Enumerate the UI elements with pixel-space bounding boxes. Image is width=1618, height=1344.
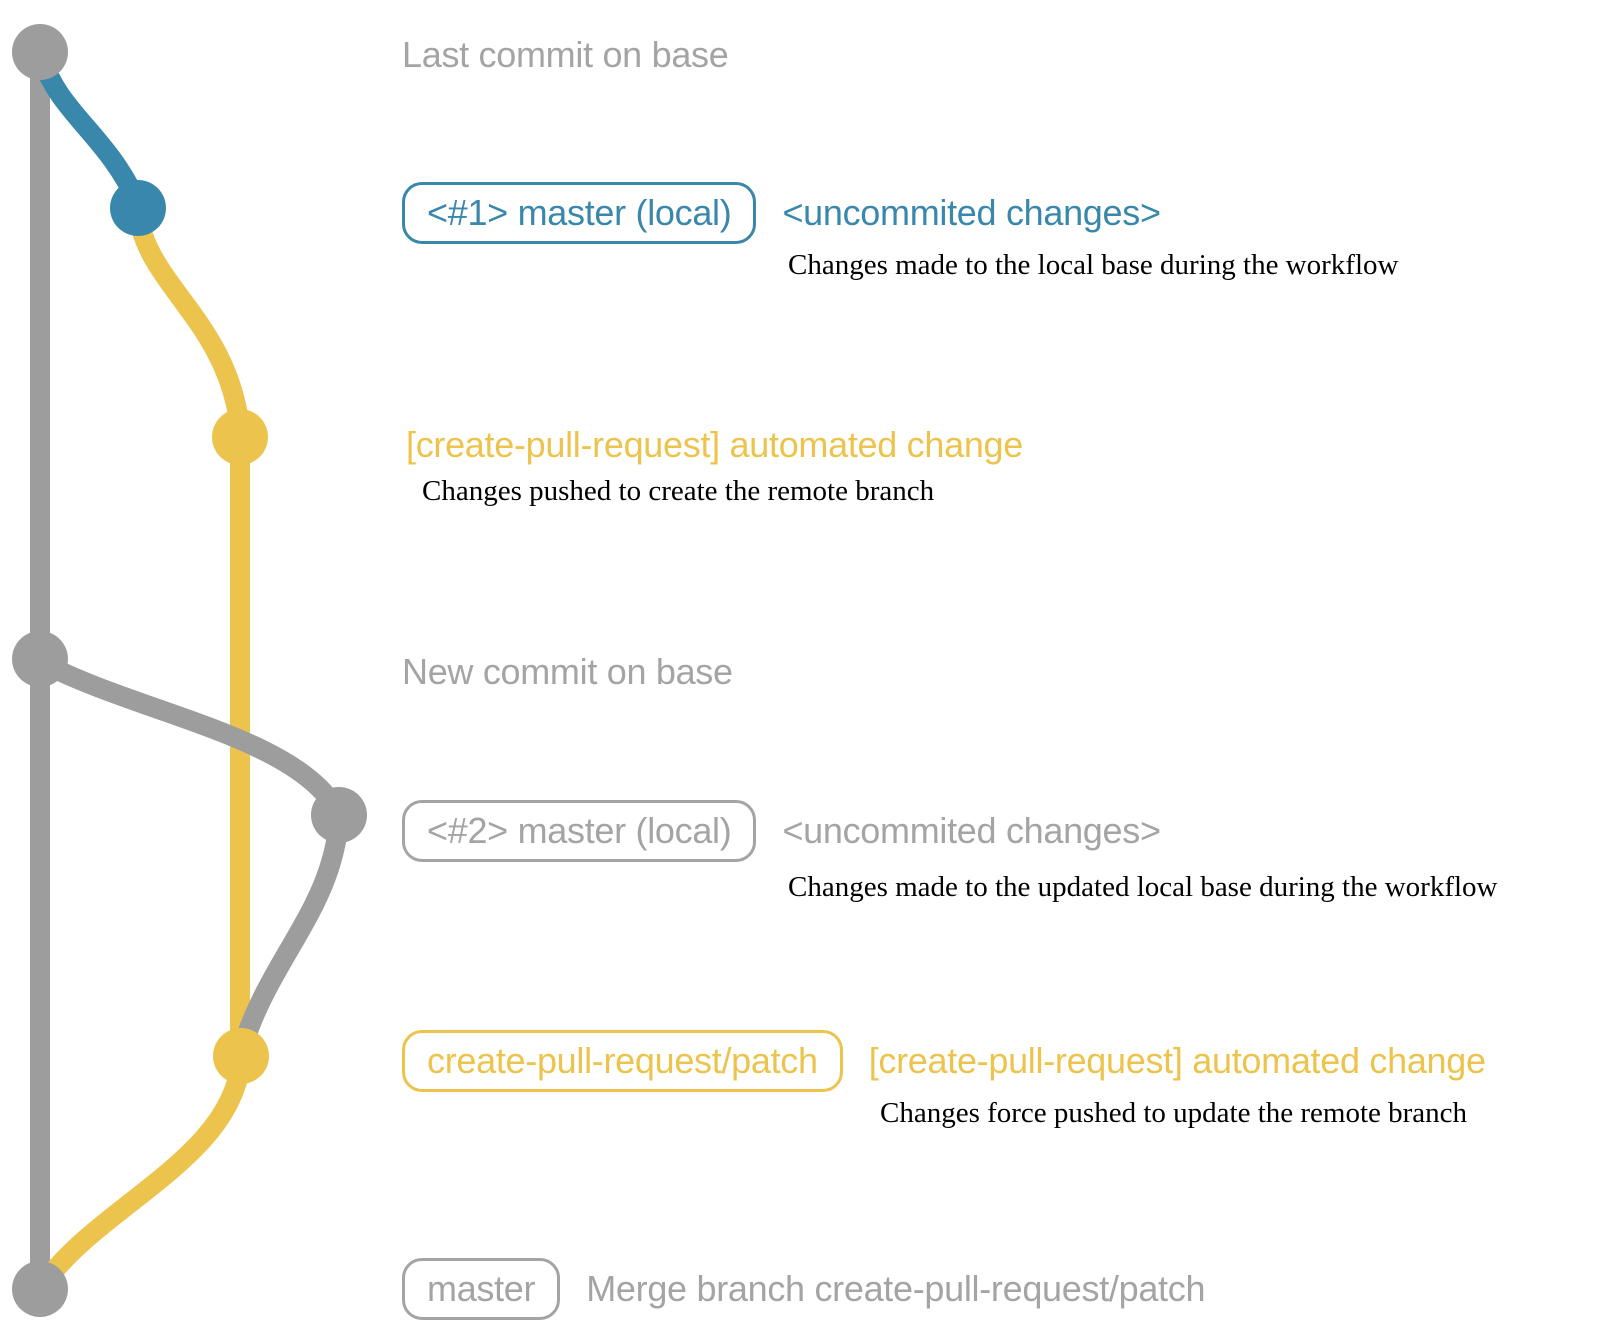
commit-dot-automated-change-1 [212,409,268,465]
branch-curve-merge [34,1050,251,1294]
row-master-local-1: <#1> master (local) <uncommited changes> [402,182,1161,244]
branch-pill-label: create-pull-request/patch [427,1040,818,1081]
label-last-commit-on-base: Last commit on base [402,34,729,75]
commit-graph [12,24,367,1317]
branch-pill-master: master [402,1258,561,1320]
commit-dot-automated-change-2 [213,1028,269,1084]
commit-message-automated-1: [create-pull-request] automated change [406,424,1023,465]
label-new-commit-on-base: New commit on base [402,651,733,692]
branch-curve-local-1 [32,48,147,212]
branch-pill-label: master [427,1268,536,1309]
commit-dot-last-on-base [12,24,68,80]
branch-curve-local-2-in [233,808,349,1056]
branch-pill-patch: create-pull-request/patch [402,1030,843,1092]
row-master-local-2: <#2> master (local) <uncommited changes> [402,800,1161,862]
caption-uncommitted-2: Changes made to the updated local base d… [788,871,1498,903]
commit-message-uncommitted-2: <uncommited changes> [782,810,1161,851]
branch-pill-master-local-1: <#1> master (local) [402,182,757,244]
commit-dot-uncommitted-1 [110,180,166,236]
commit-message-automated-2: [create-pull-request] automated change [868,1040,1486,1081]
commit-dot-uncommitted-2 [311,787,367,843]
branch-curve-patch-out [129,210,250,438]
commit-message-merge: Merge branch create-pull-request/patch [586,1268,1206,1309]
caption-uncommitted-1: Changes made to the local base during th… [788,249,1399,281]
caption-automated-1: Changes pushed to create the remote bran… [422,475,935,507]
caption-automated-2: Changes force pushed to update the remot… [880,1097,1468,1129]
branch-curve-local-2-out [31,652,348,822]
branch-pill-label: <#2> master (local) [427,810,732,851]
row-create-pull-request-patch: create-pull-request/patch [create-pull-r… [402,1030,1486,1092]
branch-pill-master-local-2: <#2> master (local) [402,800,757,862]
row-master-merge: master Merge branch create-pull-request/… [402,1258,1205,1320]
commit-dot-merge [12,1261,68,1317]
branch-pill-label: <#1> master (local) [427,192,732,233]
commit-dot-new-on-base [12,631,68,687]
commit-message-uncommitted-1: <uncommited changes> [782,192,1161,233]
